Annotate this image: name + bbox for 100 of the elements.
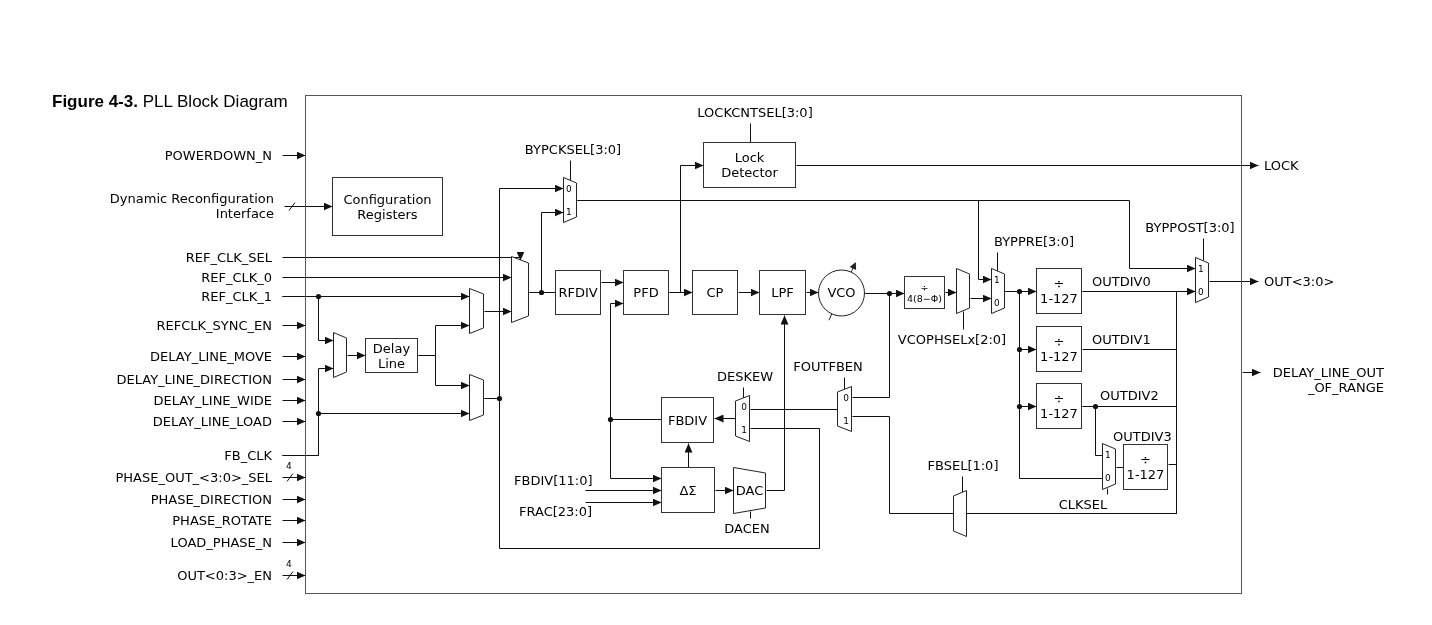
signal-arrow [282, 321, 306, 330]
control-label: FBSEL[1:0] [927, 457, 999, 473]
control-label: BYPPOST[3:0] [1145, 219, 1235, 235]
divider-block [661, 397, 714, 443]
signal-arrow [1209, 277, 1259, 286]
signal-line [570, 160, 571, 181]
signal-arrow [282, 296, 334, 345]
signal-label: DELAY_LINE_DIRECTION [116, 371, 272, 387]
block-label: FBDIV [667, 412, 708, 428]
signal-arrow [796, 161, 1259, 170]
signal-label: DELAY_LINE_OUT _OF_RANGE [1271, 365, 1384, 395]
signal-arrow [282, 409, 470, 456]
signal-arrow [282, 375, 306, 384]
bus-width-label: 4 [285, 559, 293, 569]
signal-label: REF_CLK_1 [201, 288, 272, 304]
block-label: 1-127 [1126, 467, 1165, 482]
signal-line [750, 511, 751, 519]
signal-arrow [282, 352, 306, 361]
block-label: ÷ [920, 281, 929, 293]
mux-input-label: 0 [1198, 286, 1204, 297]
signal-label: FRAC[23:0] [519, 504, 593, 519]
signal-arrow [585, 486, 662, 495]
signal-arrow [282, 396, 306, 405]
signal-arrow [1242, 368, 1261, 377]
mux-input-label: 0 [566, 183, 572, 194]
signal-label: PHASE_ROTATE [172, 512, 272, 528]
divider-block [904, 276, 945, 309]
signal-arrow [669, 161, 704, 293]
signal-label: DELAY_LINE_WIDE [153, 392, 272, 408]
modulator-block [661, 467, 715, 513]
signal-label: LOCK [1264, 157, 1299, 173]
block-label: LPF [771, 285, 794, 300]
signal-label: DELAY_LINE_LOAD [152, 413, 272, 429]
signal-arrow [347, 351, 366, 360]
signal-label: FBDIV[11:0] [514, 473, 593, 488]
control-label: VCOPHSELx[2:0] [897, 331, 1007, 347]
signal-line [967, 464, 1177, 514]
output-name-label: OUTDIV2 [1100, 388, 1159, 403]
signal-arrow [282, 417, 306, 426]
signal-arrow [806, 288, 819, 297]
block-label: PFD [633, 285, 659, 300]
signal-label: OUT<0:3>_EN [177, 567, 272, 583]
signal-arrow [282, 251, 525, 261]
output-name-label: OUTDIV0 [1092, 274, 1151, 289]
signal-line [844, 377, 845, 390]
control-label: DESKEW [716, 368, 774, 384]
control-label: BYPCKSEL[3:0] [524, 141, 622, 157]
block-label: ÷ [1140, 452, 1151, 467]
signal-label: REFCLK_SYNC_EN [156, 317, 272, 333]
control-label: CLKSEL [1058, 496, 1108, 512]
control-label: LOCKCNTSEL[3:0] [697, 104, 813, 120]
signal-arrow [282, 151, 306, 160]
figure-title: Figure 4-3. PLL Block Diagram [52, 92, 288, 112]
signal-line [1116, 467, 1124, 468]
mux-input-label: 1 [566, 206, 572, 217]
signal-arrow [282, 273, 512, 282]
control-label: BYPPRE[3:0] [993, 233, 1075, 249]
signal-line [1107, 488, 1108, 495]
block-label: ΔΣ [679, 482, 697, 498]
block-label: ÷ [1053, 391, 1065, 406]
divider-block [555, 270, 601, 315]
signal-arrow [282, 495, 306, 504]
bus-width-label: 4 [285, 461, 293, 471]
divider-block [1036, 383, 1082, 429]
signal-line [750, 123, 751, 143]
signal-arrow [529, 208, 564, 293]
lock-detector-block [703, 142, 796, 188]
output-name-label: OUTDIV1 [1092, 332, 1151, 347]
signal-label: REF_CLK_0 [201, 269, 272, 285]
mux-input-label: 1 [1105, 449, 1111, 460]
signal-arrow [970, 294, 992, 303]
signal-arrow [282, 538, 306, 547]
block-label: 1-127 [1040, 406, 1078, 421]
block-label: RFDIV [558, 285, 598, 300]
mux-input-label: 1 [1198, 263, 1204, 274]
mux-input-label: 0 [1105, 473, 1111, 484]
block-label: 1-127 [1040, 291, 1078, 306]
block-label: Lock Detector [720, 150, 779, 180]
signal-label: DELAY_LINE_MOVE [150, 348, 272, 364]
divider-block [1123, 444, 1168, 490]
signal-line [852, 293, 890, 398]
phase-detector-block [623, 270, 669, 315]
signal-arrow [738, 288, 760, 297]
signal-arrow [418, 355, 470, 390]
control-label: DACEN [724, 520, 770, 536]
block-label: CP [706, 285, 724, 300]
signal-arrow [585, 498, 662, 507]
block-label: 1-127 [1040, 349, 1078, 364]
mux-input-label: 0 [843, 392, 849, 403]
signal-line [963, 311, 964, 330]
signal-arrow [601, 278, 624, 287]
signal-arrow [484, 307, 512, 316]
signal-label: POWERDOWN_N [164, 147, 272, 163]
signal-arrow [714, 414, 736, 423]
signal-arrow [766, 315, 789, 491]
signal-arrow [684, 443, 693, 468]
signal-arrow [284, 202, 333, 211]
signal-arrow [945, 288, 957, 297]
signal-label: REF_CLK_SEL [185, 249, 272, 265]
block-label: DAC [735, 483, 764, 498]
